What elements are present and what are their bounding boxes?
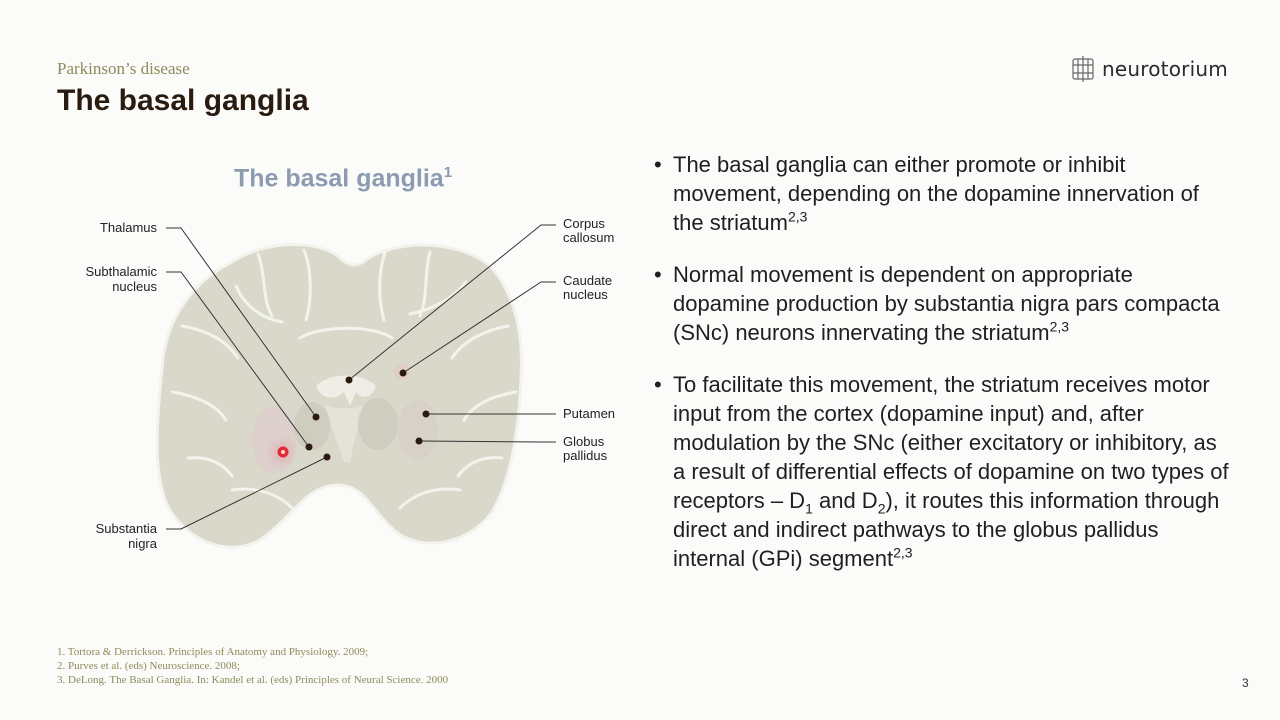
neurotorium-logo: neurotorium	[1070, 54, 1228, 84]
diagram-title-ref: 1	[443, 164, 453, 181]
label-putamen: Putamen	[563, 406, 615, 421]
bullet-list: The basal ganglia can either promote or …	[654, 150, 1234, 596]
bullet-item: Normal movement is dependent on appropri…	[654, 260, 1234, 347]
logo-text: neurotorium	[1102, 57, 1228, 81]
label-caudate-line2: nucleus	[563, 287, 608, 302]
bullet-text: To facilitate this movement, the striatu…	[673, 372, 1229, 513]
globus-pallidus-marker	[415, 437, 423, 445]
references: 1. Tortora & Derrickson. Principles of A…	[57, 645, 448, 687]
putamen-marker	[422, 410, 430, 418]
page-title: The basal ganglia	[57, 84, 309, 117]
brain-outline	[155, 243, 523, 549]
bullet-item: To facilitate this movement, the striatu…	[654, 370, 1234, 573]
label-globus-line2: pallidus	[563, 448, 608, 463]
citation-superscript: 2,3	[893, 544, 913, 561]
bullet-text: ), it routes this information through di…	[673, 488, 1220, 571]
leader-lines	[166, 224, 556, 530]
page-number: 3	[1242, 676, 1249, 690]
lateral-ventricles	[316, 375, 376, 406]
reference-item: 2. Purves et al. (eds) Neuroscience. 200…	[57, 660, 240, 672]
label-substantia-line2: nigra	[128, 536, 158, 551]
bullet-text: The basal ganglia can either promote or …	[673, 152, 1199, 235]
diagram-title-text: The basal ganglia	[233, 164, 444, 193]
reference-item: 3. DeLong. The Basal Ganglia. In: Kandel…	[57, 674, 449, 686]
subthalamic-marker	[305, 443, 313, 451]
citation-superscript: 2,3	[787, 208, 808, 225]
subscript: 2	[877, 500, 886, 517]
label-globus-line1: Globus	[563, 434, 605, 449]
brain-logo-icon	[1072, 56, 1094, 82]
bullet-item: The basal ganglia can either promote or …	[654, 150, 1234, 237]
label-corpus-line2: callosum	[563, 230, 614, 245]
citation-superscript: 2,3	[1049, 318, 1070, 335]
substantia-nigra-marker	[323, 453, 331, 461]
diagram-title: The basal ganglia1	[140, 164, 546, 193]
label-thalamus: Thalamus	[100, 220, 158, 235]
structure-markers	[305, 369, 430, 461]
label-caudate-line1: Caudate	[563, 273, 612, 288]
subscript: 1	[805, 500, 813, 517]
bullet-text: and D	[812, 488, 878, 513]
label-subthalamic-line2: nucleus	[112, 279, 157, 294]
bullet-text: Normal movement is dependent on appropri…	[673, 262, 1220, 345]
thalamus-marker	[312, 413, 320, 421]
diagram-labels: Thalamus Subthalamic nucleus Substantia …	[85, 216, 615, 551]
section-kicker: Parkinson’s disease	[57, 59, 190, 78]
corpus-callosum-marker	[345, 376, 353, 384]
reference-item: 1. Tortora & Derrickson. Principles of A…	[57, 646, 369, 658]
label-subthalamic-line1: Subthalamic	[85, 264, 157, 279]
label-substantia-line1: Substantia	[96, 521, 158, 536]
caudate-marker	[399, 369, 407, 377]
highlight-marker	[277, 446, 289, 458]
brain-coronal-section	[155, 243, 523, 549]
label-corpus-line1: Corpus	[563, 216, 605, 231]
